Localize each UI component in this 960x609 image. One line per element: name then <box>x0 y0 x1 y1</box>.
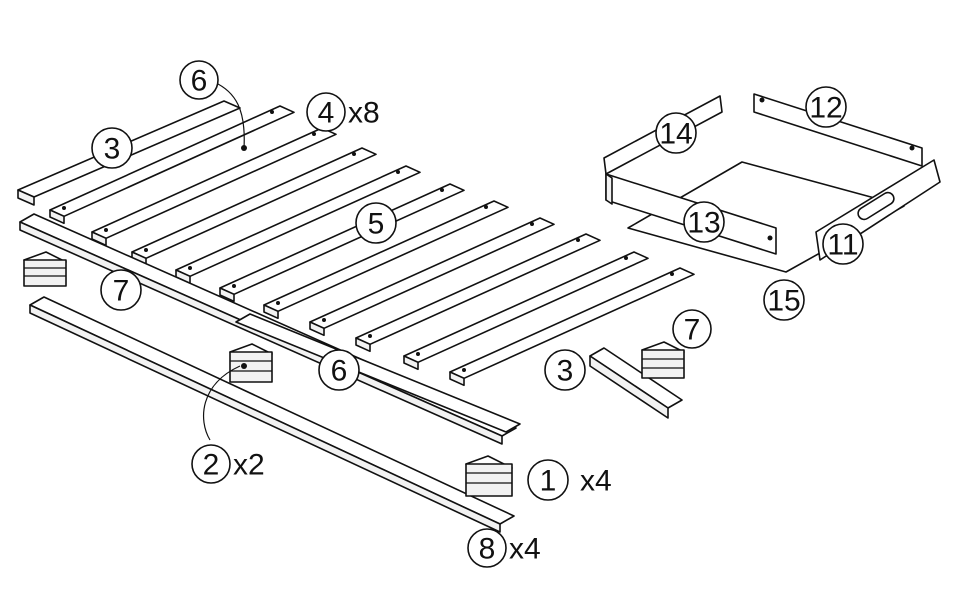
callout-number: 1 <box>540 465 557 498</box>
callout-quantity: x2 <box>233 449 265 482</box>
rail-8-bottom <box>29 296 515 533</box>
callout-c7b: 7 <box>672 309 712 349</box>
slat-8 <box>355 233 601 353</box>
callout-c8: 8 <box>467 528 507 568</box>
slat-9 <box>403 251 649 371</box>
callout-c13: 13 <box>683 201 725 243</box>
support-block-center <box>229 343 273 383</box>
slat-2 <box>91 127 337 247</box>
callout-c3b: 3 <box>544 349 586 391</box>
callout-number: 15 <box>767 285 800 318</box>
slat-10 <box>449 267 695 387</box>
callout-quantity: x8 <box>348 97 380 130</box>
callout-c7a: 7 <box>100 269 142 311</box>
callout-number: 14 <box>659 118 692 151</box>
callout-number: 12 <box>809 92 842 125</box>
callout-number: 2 <box>203 449 220 482</box>
callout-c2: 2 <box>191 444 231 484</box>
callout-c6b: 6 <box>318 349 360 391</box>
callout-number: 11 <box>827 229 858 262</box>
rail-7-right <box>589 347 683 419</box>
slat-6 <box>263 200 509 320</box>
support-block-left <box>23 251 67 287</box>
callout-number: 6 <box>191 65 208 98</box>
callout-c3a: 3 <box>91 127 133 169</box>
callout-number: 6 <box>331 355 348 388</box>
rail-6-center <box>235 313 521 433</box>
callout-number: 3 <box>557 355 574 388</box>
callout-quantity: x4 <box>580 465 612 498</box>
callout-quantity: x4 <box>509 533 541 566</box>
callout-c11: 11 <box>822 223 864 265</box>
callout-c4: 4 <box>306 92 346 132</box>
support-block-right <box>641 341 685 379</box>
drawer-assembly <box>603 93 941 273</box>
callout-c12: 12 <box>805 86 847 128</box>
drawer-back-12 <box>753 93 923 167</box>
slats-group <box>49 105 695 387</box>
callout-number: 3 <box>104 133 121 166</box>
callout-number: 4 <box>318 97 335 130</box>
slat-1 <box>49 105 295 225</box>
callout-number: 13 <box>687 207 720 240</box>
callout-c14: 14 <box>655 112 697 154</box>
callout-c5: 5 <box>355 202 397 244</box>
callout-c1: 1 <box>527 459 569 501</box>
slat-7 <box>309 217 555 337</box>
callout-c15: 15 <box>763 279 805 321</box>
callout-number: 7 <box>684 314 701 347</box>
callout-number: 8 <box>479 533 496 566</box>
support-block-front <box>465 455 513 497</box>
callout-number: 7 <box>113 275 130 308</box>
slat-4 <box>175 165 421 285</box>
callout-number: 5 <box>368 208 385 241</box>
callout-c6a: 6 <box>179 60 219 100</box>
